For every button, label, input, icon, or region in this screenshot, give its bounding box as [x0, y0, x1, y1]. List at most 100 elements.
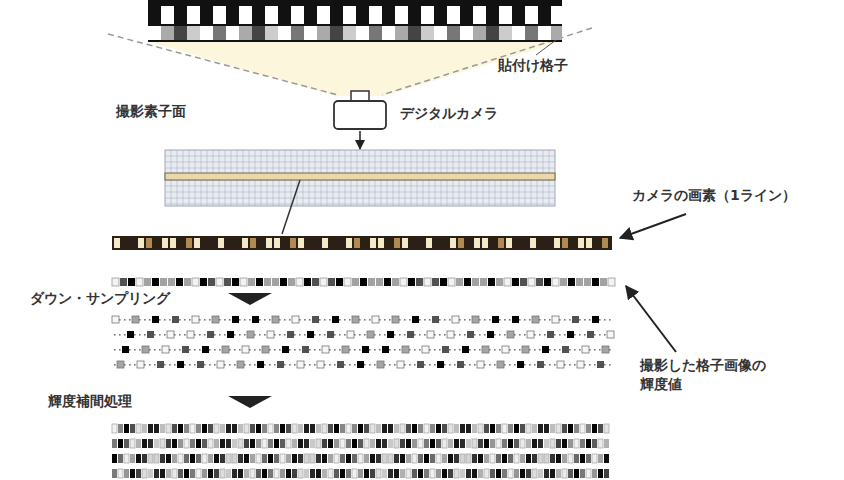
- cell: [352, 316, 359, 323]
- cell: [344, 334, 346, 336]
- cell: [529, 319, 531, 321]
- cell: [184, 469, 189, 478]
- view-line: [108, 34, 338, 95]
- cell: [112, 278, 119, 286]
- cell: [249, 319, 251, 321]
- cell: [369, 26, 382, 40]
- cell: [190, 469, 195, 478]
- cell: [362, 238, 368, 248]
- cell: [576, 278, 583, 286]
- cell: [442, 439, 447, 448]
- cell: [448, 424, 453, 433]
- cell: [119, 334, 121, 336]
- cell: [544, 364, 546, 366]
- cell: [497, 361, 504, 368]
- cell: [292, 469, 297, 478]
- cell: [332, 316, 339, 323]
- cell: [152, 278, 159, 286]
- cell: [388, 469, 393, 478]
- cell: [304, 454, 309, 463]
- cell: [130, 469, 135, 478]
- cell: [292, 454, 297, 463]
- cell: [364, 334, 366, 336]
- cell: [422, 346, 429, 353]
- cell: [232, 424, 237, 433]
- cell: [344, 319, 346, 321]
- cell: [538, 439, 543, 448]
- cell: [547, 331, 554, 338]
- cell: [559, 349, 561, 351]
- cell: [449, 364, 451, 366]
- cell: [364, 319, 366, 321]
- cell: [594, 238, 600, 248]
- cell: [489, 349, 491, 351]
- cell: [520, 278, 527, 286]
- cell: [592, 439, 597, 448]
- cell: [466, 439, 471, 448]
- cell: [349, 319, 351, 321]
- cell: [178, 238, 184, 248]
- cell: [217, 361, 224, 368]
- cell: [574, 364, 576, 366]
- cell: [473, 6, 486, 24]
- cell: [584, 278, 591, 286]
- cell: [549, 319, 551, 321]
- cell: [254, 364, 256, 366]
- cell: [579, 319, 581, 321]
- cell: [447, 331, 454, 338]
- cell: [384, 334, 386, 336]
- cell: [586, 238, 592, 248]
- camera-body: [334, 101, 386, 129]
- cell: [520, 439, 525, 448]
- cell: [374, 364, 376, 366]
- cell: [119, 349, 121, 351]
- cell: [394, 349, 396, 351]
- cell: [309, 319, 311, 321]
- cell: [580, 424, 585, 433]
- cell: [262, 424, 267, 433]
- cell: [569, 349, 571, 351]
- cell: [165, 150, 555, 206]
- cell: [568, 469, 573, 478]
- cell: [512, 316, 519, 323]
- cell: [178, 454, 183, 463]
- cell: [370, 454, 375, 463]
- cell: [544, 278, 551, 286]
- cell: [372, 316, 379, 323]
- cell: [424, 424, 429, 433]
- cell: [142, 454, 147, 463]
- cell: [226, 439, 231, 448]
- cell: [164, 364, 166, 366]
- cell: [349, 364, 351, 366]
- cell: [496, 454, 501, 463]
- cell: [291, 6, 304, 24]
- cell: [427, 331, 434, 338]
- cell: [460, 26, 473, 40]
- cell: [328, 424, 333, 433]
- cell: [424, 364, 426, 366]
- cell: [472, 454, 477, 463]
- label: 撮影素子面: [116, 102, 186, 121]
- cell: [430, 454, 435, 463]
- cell: [127, 331, 134, 338]
- cell: [229, 319, 231, 321]
- cell: [484, 454, 489, 463]
- cell: [538, 26, 551, 40]
- cell: [197, 361, 204, 368]
- cell: [399, 334, 401, 336]
- cell: [370, 238, 376, 248]
- cell: [189, 364, 191, 366]
- cell: [598, 439, 603, 448]
- cell: [539, 334, 541, 336]
- cell: [254, 349, 256, 351]
- cell: [249, 349, 251, 351]
- cell: [430, 469, 435, 478]
- cell: [159, 349, 161, 351]
- cell: [437, 361, 444, 368]
- arrow: [359, 131, 361, 149]
- cell: [388, 439, 393, 448]
- cell: [529, 364, 531, 366]
- arrow: [620, 214, 686, 238]
- cell: [118, 469, 123, 478]
- cell: [280, 454, 285, 463]
